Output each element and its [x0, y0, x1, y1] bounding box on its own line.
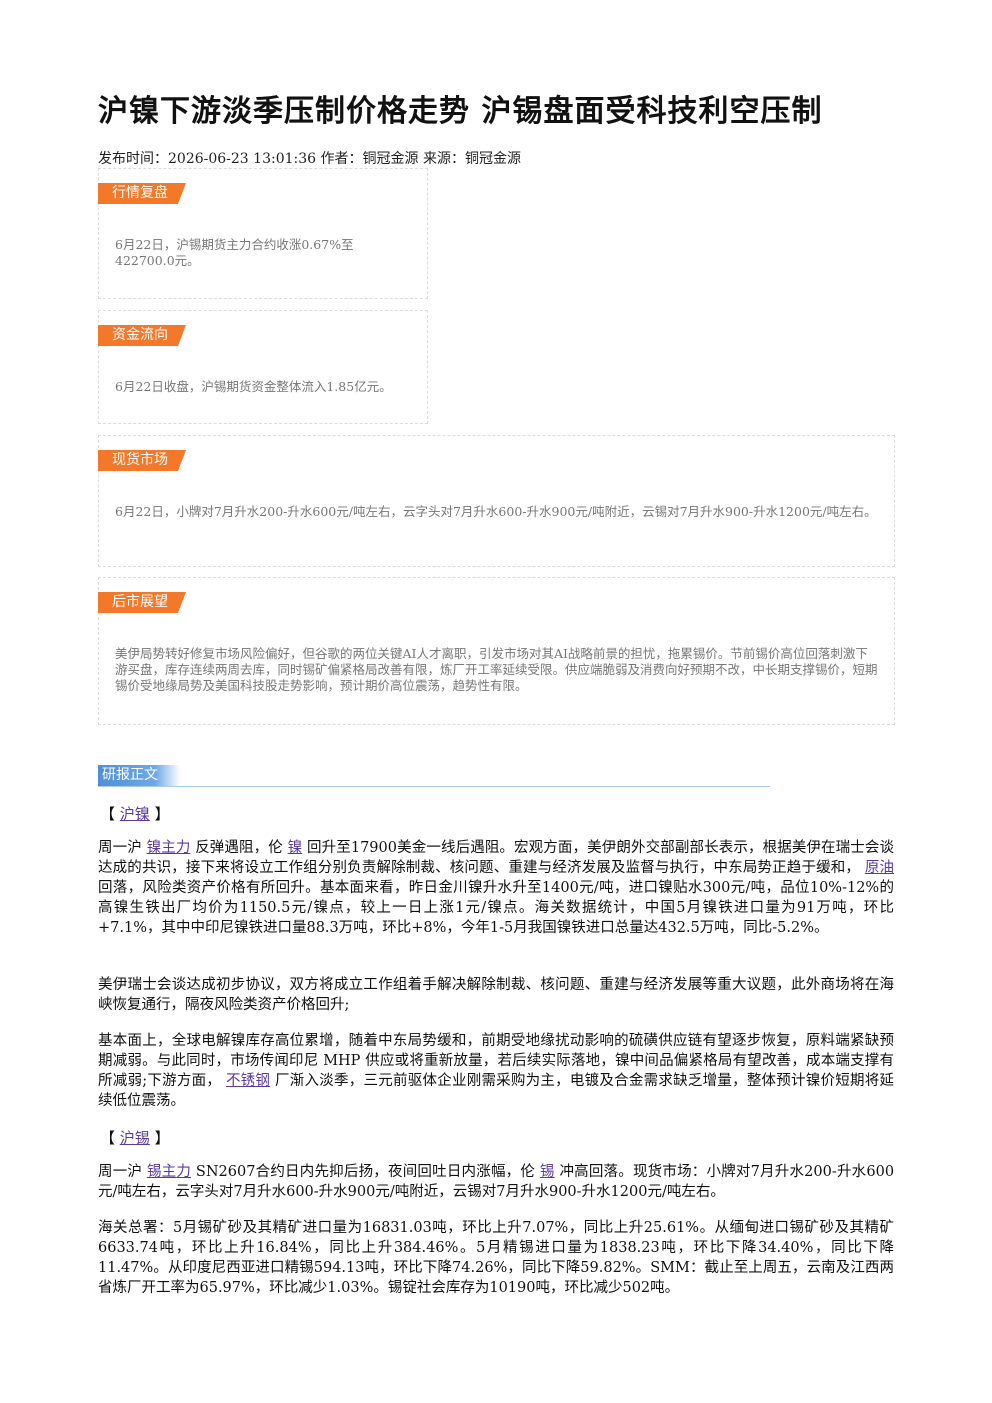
tag-capital-flow: 资金流向: [98, 325, 186, 346]
summary-box-spot-market: 现货市场 6月22日，小牌对7月升水200-升水600元/吨左右，云字头对7月升…: [98, 435, 895, 567]
link-crude-oil[interactable]: 原油: [864, 860, 894, 876]
section-label-tin: 【 沪锡 】: [100, 1127, 170, 1148]
link-nickel-lme[interactable]: 镍: [287, 840, 303, 856]
market-review-text: 6月22日，沪锡期货主力合约收涨0.67%至422700.0元。: [115, 237, 354, 268]
link-nickel-main[interactable]: 镍主力: [146, 840, 191, 856]
text-run: 冲高回落。现货市场：小牌对7月升水200-升水600元/吨左右，云字头对7月升水…: [98, 1164, 895, 1200]
spot-market-text: 6月22日，小牌对7月升水200-升水600元/吨左右，云字头对7月升水600-…: [115, 504, 877, 519]
link-stainless-steel[interactable]: 不锈钢: [225, 1073, 271, 1089]
tin-paragraph-1: 周一沪 锡主力 SN2607合约日内先抑后扬，夜间回吐日内涨幅，伦 锡 冲高回落…: [98, 1162, 894, 1202]
outlook-text: 美伊局势转好修复市场风险偏好，但谷歌的两位关键AI人才离职，引发市场对其AI战略…: [115, 646, 878, 693]
tag-market-review: 行情复盘: [98, 183, 186, 204]
text-run: 周一沪: [98, 840, 142, 856]
text-run: 回升至17900美金一线后遇阻。宏观方面，美伊朗外交部副部长表示，根据美伊在瑞士…: [98, 840, 895, 876]
bracket-close: 】: [154, 1129, 170, 1147]
capital-flow-text: 6月22日收盘，沪锡期货资金整体流入1.85亿元。: [115, 379, 392, 394]
nickel-paragraph-1: 周一沪 镍主力 反弹遇阻，伦 镍 回升至17900美金一线后遇阻。宏观方面，美伊…: [98, 838, 894, 938]
tag-outlook: 后市展望: [98, 592, 186, 613]
article-meta: 发布时间：2026-06-23 13:01:36 作者：铜冠金源 来源：铜冠金源: [98, 151, 521, 167]
summary-box-outlook: 后市展望 美伊局势转好修复市场风险偏好，但谷歌的两位关键AI人才离职，引发市场对…: [98, 577, 895, 725]
text-run: 周一沪: [98, 1164, 143, 1180]
article-title: 沪镍下游淡季压制价格走势 沪锡盘面受科技利空压制: [98, 94, 823, 129]
link-tin-lme[interactable]: 锡: [539, 1164, 555, 1180]
link-nickel[interactable]: 沪镍: [119, 805, 150, 823]
bracket-open: 【: [100, 805, 116, 823]
summary-box-capital-flow: 资金流向 6月22日收盘，沪锡期货资金整体流入1.85亿元。: [98, 310, 428, 424]
report-header: 研报正文: [98, 765, 770, 787]
summary-box-market-review: 行情复盘 6月22日，沪锡期货主力合约收涨0.67%至422700.0元。: [98, 168, 428, 299]
bracket-close: 】: [154, 805, 170, 823]
text-run: 厂渐入淡季，三元前驱体企业刚需采购为主，电镀及合金需求缺乏增量，整体预计镍价短期…: [98, 1073, 895, 1109]
bracket-open: 【: [100, 1129, 116, 1147]
text-run: SN2607合约日内先抑后扬，夜间回吐日内涨幅，伦: [195, 1164, 536, 1180]
section-label-nickel: 【 沪镍 】: [100, 803, 170, 824]
tin-paragraph-2: 海关总署：5月锡矿砂及其精矿进口量为16831.03吨，环比上升7.07%，同比…: [98, 1220, 894, 1296]
text-run: 反弹遇阻，伦: [195, 840, 283, 856]
report-header-tag: 研报正文: [98, 765, 180, 786]
nickel-paragraph-2: 美伊瑞士会谈达成初步协议，双方将成立工作组着手解决解除制裁、核问题、重建与经济发…: [98, 977, 894, 1013]
tag-spot-market: 现货市场: [98, 450, 186, 471]
text-run: 回落，风险类资产价格有所回升。基本面来看，昨日金川镍升水升至1400元/吨，进口…: [98, 880, 894, 936]
link-tin-main[interactable]: 锡主力: [146, 1164, 192, 1180]
nickel-paragraph-3: 基本面上，全球电解镍库存高位累增，随着中东局势缓和，前期受地缘扰动影响的硫磺供应…: [98, 1031, 894, 1111]
link-tin[interactable]: 沪锡: [119, 1129, 150, 1147]
text-run: 基本面上，全球电解镍库存高位累增，随着中东局势缓和，前期受地缘扰动影响的硫磺供应…: [98, 1033, 894, 1089]
